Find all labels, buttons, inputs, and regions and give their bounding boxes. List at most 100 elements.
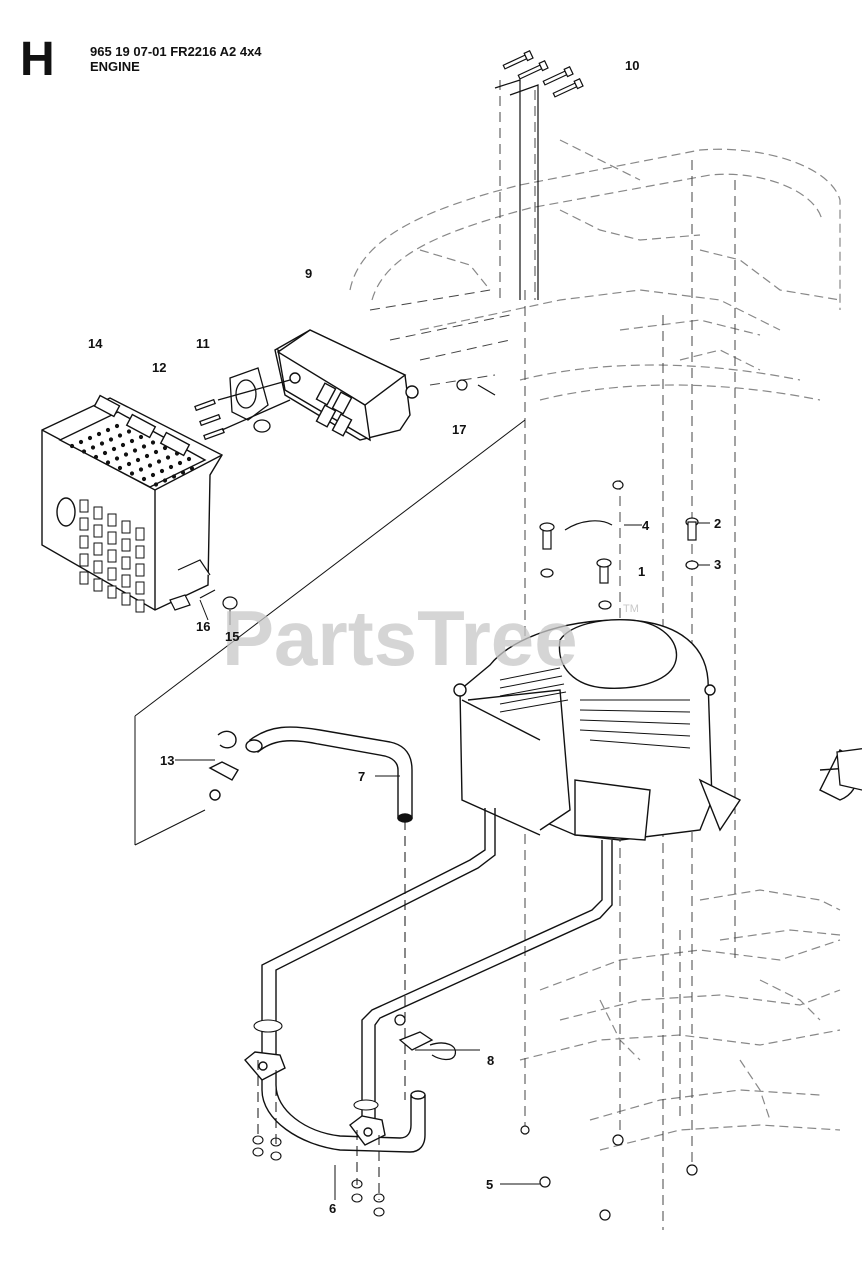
shield-slot <box>135 527 145 541</box>
perforation-hole <box>102 450 108 456</box>
perforation-hole <box>96 431 102 437</box>
callout-16: 16 <box>196 619 210 634</box>
perforation-hole <box>162 478 168 483</box>
perforation-hole <box>117 465 123 471</box>
shield-slot <box>135 563 145 577</box>
shield-slot <box>107 513 117 527</box>
shield-slot <box>107 567 117 581</box>
diagram-title: ENGINE <box>90 59 140 74</box>
callout-6: 6 <box>329 1201 336 1216</box>
shield-slot <box>79 517 89 531</box>
perforation-hole <box>90 445 96 450</box>
shield-slot <box>79 571 89 585</box>
perforation-hole <box>159 468 165 474</box>
engine-cooling-fins <box>499 667 691 749</box>
callout-15: 15 <box>225 629 239 644</box>
breather-hose <box>208 726 413 823</box>
shield-slot <box>93 506 103 520</box>
exhaust-gaskets <box>252 1019 385 1217</box>
perforation-hole <box>126 461 132 467</box>
assembly-boundary <box>134 419 526 846</box>
muffler-heat-shield <box>41 394 223 611</box>
perforation-hole <box>135 457 141 463</box>
muffler <box>274 329 419 442</box>
perforation-hole <box>138 467 144 472</box>
callout-11: 11 <box>196 336 210 351</box>
hose-pipe-guides <box>257 820 406 1200</box>
perforation-hole <box>123 452 129 457</box>
callout-12: 12 <box>152 360 166 375</box>
shield-slot <box>121 592 131 606</box>
perforation-hole <box>129 438 135 444</box>
perforation-hole <box>81 449 87 454</box>
shield-slot <box>121 556 131 570</box>
exhaust-pipes <box>243 808 613 1153</box>
perforation-hole <box>105 427 111 433</box>
perforation-hole <box>174 451 180 456</box>
perforation-hole <box>138 434 144 440</box>
callout-13: 13 <box>160 753 174 768</box>
callout-9: 9 <box>305 266 312 281</box>
shield-slot <box>93 542 103 556</box>
perforation-hole <box>126 429 132 434</box>
callout-3: 3 <box>714 557 721 572</box>
callout-2: 2 <box>714 516 721 531</box>
callout-10: 10 <box>625 58 639 73</box>
perforation-hole <box>129 471 135 476</box>
shield-slot <box>135 599 145 613</box>
shield-slot <box>107 531 117 545</box>
perforation-hole <box>162 445 168 451</box>
perforation-hole <box>171 474 177 479</box>
perforation-hole <box>132 448 138 453</box>
mounting-nut-17 <box>456 379 496 396</box>
perforation-hole <box>177 460 183 466</box>
shield-slot <box>107 549 117 563</box>
chassis-frame <box>349 139 841 1151</box>
perforation-hole <box>114 423 120 429</box>
watermark-trademark: TM <box>623 603 639 615</box>
perforation-hole <box>78 439 84 445</box>
perforation-hole <box>120 442 126 448</box>
callout-leaders <box>175 522 710 1200</box>
callout-7: 7 <box>358 769 365 784</box>
callout-1: 1 <box>638 564 645 579</box>
exhaust-bolts <box>494 49 584 300</box>
perforation-hole <box>150 440 156 445</box>
callout-17: 17 <box>452 422 466 437</box>
exhaust-clamp-bracket <box>394 1014 457 1061</box>
shield-slot <box>79 499 89 513</box>
shield-slot <box>93 578 103 592</box>
perforation-hole <box>144 453 150 459</box>
shield-slot <box>135 581 145 595</box>
perforation-hole <box>108 437 114 442</box>
perforation-hole <box>156 459 162 464</box>
callout-5: 5 <box>486 1177 493 1192</box>
perforation-hole <box>111 446 117 452</box>
perforation-hole <box>141 444 147 449</box>
perforation-hole <box>180 470 186 475</box>
shield-bracket-hardware <box>169 559 238 611</box>
perforation-hole <box>105 460 111 465</box>
perforation-hole <box>153 482 159 487</box>
shield-slot <box>93 524 103 538</box>
callout-14: 14 <box>88 336 103 351</box>
shield-slot <box>79 535 89 549</box>
perforation-hole <box>189 466 195 471</box>
shield-slot <box>121 574 131 588</box>
section-letter: H <box>20 33 55 86</box>
shield-slot <box>135 545 145 559</box>
perforation-hole <box>147 463 153 468</box>
shield-slot <box>121 538 131 552</box>
perforation-hole <box>168 464 174 470</box>
callout-4: 4 <box>642 518 650 533</box>
engine-mount-hardware <box>520 480 699 1221</box>
shield-slot <box>121 520 131 534</box>
callout-labels: 1 2 3 4 5 6 7 8 9 10 11 12 13 14 15 16 1… <box>88 58 721 1216</box>
callout-8: 8 <box>487 1053 494 1068</box>
perforation-hole <box>69 443 75 449</box>
engine-air-intake <box>836 748 862 791</box>
perforation-hole <box>150 472 156 478</box>
perforation-hole <box>99 441 105 446</box>
